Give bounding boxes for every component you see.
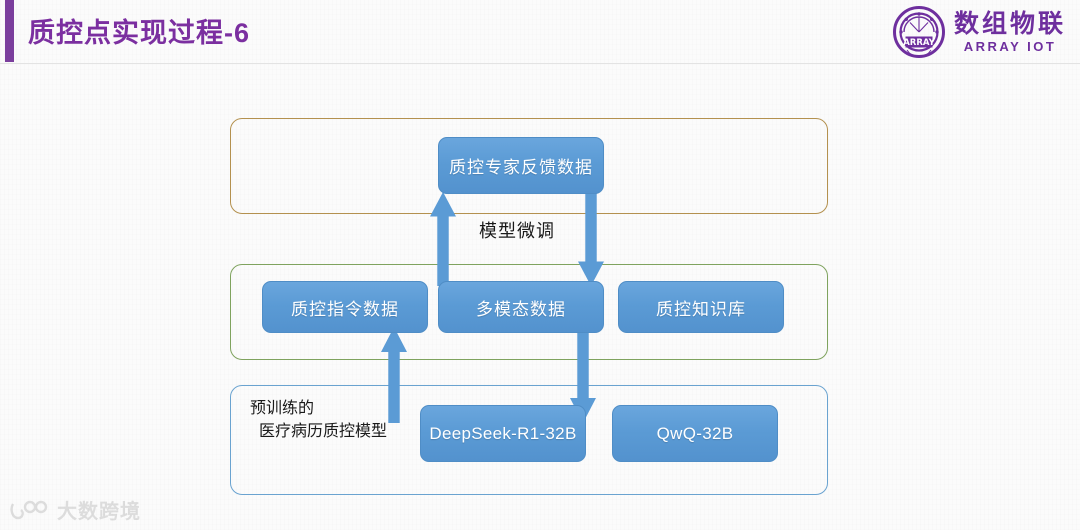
- data-band: [230, 264, 828, 360]
- process-diagram: 模型微调 预训练的 医疗病历质控模型 质控专家反馈数据 质控指令数据 多模态数据…: [0, 64, 1080, 530]
- brand-text-block: 数组物联 ARRAY IOT: [954, 11, 1066, 53]
- node-instruction-data[interactable]: 质控指令数据: [262, 281, 428, 333]
- pretrained-model-label: 预训练的 医疗病历质控模型: [250, 397, 410, 443]
- pretrained-model-label-line1: 预训练的: [250, 400, 315, 417]
- node-deepseek-r1-32b[interactable]: DeepSeek-R1-32B: [420, 405, 586, 462]
- brand-name-en: ARRAY IOT: [963, 39, 1057, 54]
- node-knowledge-base[interactable]: 质控知识库: [618, 281, 784, 333]
- slide-header: 质控点实现过程-6 ARRAY 数组物联 ARRAY IOT: [0, 0, 1080, 64]
- page-title: 质控点实现过程-6: [28, 18, 251, 48]
- finetune-label: 模型微调: [479, 221, 555, 241]
- pretrained-model-label-line2: 医疗病历质控模型: [259, 423, 388, 441]
- node-feedback-data[interactable]: 质控专家反馈数据: [438, 137, 604, 194]
- title-accent-bar: [5, 0, 14, 62]
- brand-logo: ARRAY 数组物联 ARRAY IOT: [892, 3, 1066, 61]
- svg-text:ARRAY: ARRAY: [903, 38, 935, 48]
- feedback-band: [230, 118, 828, 214]
- brand-name-cn: 数组物联: [953, 9, 1066, 38]
- node-multimodal-data[interactable]: 多模态数据: [438, 281, 604, 333]
- array-emblem-icon: ARRAY: [892, 6, 945, 58]
- model-band: [230, 385, 828, 495]
- header-divider: [0, 63, 1080, 64]
- node-qwq-32b[interactable]: QwQ-32B: [612, 405, 778, 462]
